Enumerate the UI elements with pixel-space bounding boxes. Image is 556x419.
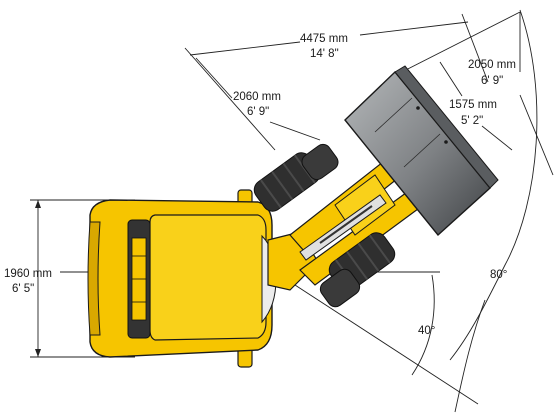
articulation-80-label: 80° [490, 269, 507, 281]
tread-width-ft-label: 5' 2" [461, 115, 483, 127]
overall-length-ext-left [184, 47, 276, 151]
front-centerline [274, 271, 479, 405]
articulation-arc-40 [411, 274, 435, 376]
front-length-line-b [269, 121, 321, 141]
machine-width-arrow-top [35, 200, 41, 208]
rear-frame [87, 189, 277, 368]
tread-width-line-b [481, 125, 513, 151]
overall-length-ft-label: 14' 8" [310, 48, 339, 60]
articulation-arc-80-lower [454, 299, 486, 413]
overall-length-ext-right [461, 13, 489, 83]
bucket [344, 65, 499, 237]
tire-rear-upper [301, 143, 339, 181]
overall-length-line-right [359, 21, 469, 36]
tread-width-line [439, 61, 463, 97]
tire-front-upper [253, 152, 321, 212]
front-length-mm-label: 2060 mm [233, 91, 281, 103]
machine-width-mm-label: 1960 mm [4, 268, 52, 280]
bucket-bolt-2 [444, 140, 448, 144]
machine-width-ft-label: 6' 5" [12, 283, 34, 295]
front-length-ft-label: 6' 9" [247, 106, 269, 118]
articulation-arc-80 [449, 9, 538, 361]
bucket-width-ft-label: 6' 9" [481, 75, 503, 87]
counterweight [87, 221, 101, 336]
overall-length-mm-label: 4475 mm [300, 33, 348, 45]
dimension-labels: 4475 mm 14' 8" 2060 mm 6' 9" 2050 mm 6' … [4, 33, 516, 337]
bucket-width-mm-label: 2050 mm [468, 59, 516, 71]
tread-width-mm-label: 1575 mm [449, 99, 497, 111]
articulation-40-label: 40° [418, 325, 435, 337]
overall-length-line [189, 41, 301, 56]
bucket-width-ext [389, 11, 521, 79]
machine-width-arrow-bottom [35, 349, 41, 357]
bucket-bolt-1 [416, 106, 420, 110]
bucket-rib-2 [403, 133, 441, 168]
tires [253, 143, 396, 308]
lift-cylinder-rod [319, 205, 373, 244]
tire-rear-lower [319, 268, 361, 308]
front-length-line-a [195, 57, 233, 99]
cab-roof [149, 214, 267, 341]
bucket-rib-1 [374, 97, 413, 133]
front-frame [289, 157, 423, 286]
bucket-cutting-edge [394, 65, 499, 189]
